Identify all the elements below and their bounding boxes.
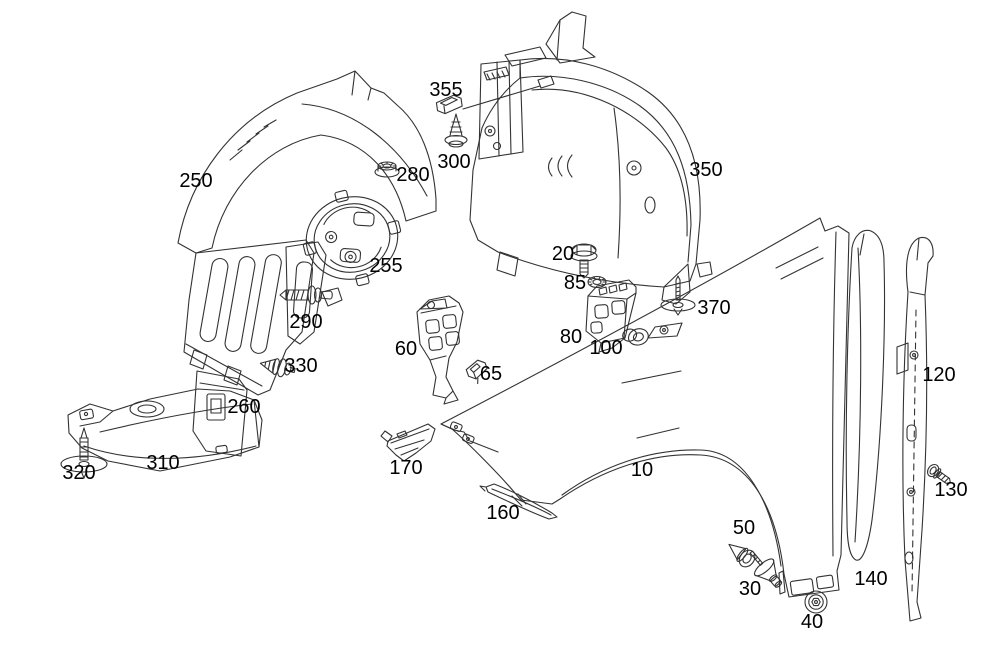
- part-350-wheel-arch-liner-rear[interactable]: [469, 11, 713, 305]
- part-label-350[interactable]: 350: [689, 159, 723, 181]
- part-label-140[interactable]: 140: [854, 568, 888, 590]
- part-10-fender-panel[interactable]: [440, 217, 850, 598]
- part-label-130[interactable]: 130: [934, 479, 968, 501]
- part-290-expansion-rivet[interactable]: [279, 285, 333, 305]
- part-label-170[interactable]: 170: [389, 457, 423, 479]
- part-250-wheel-arch-liner-front[interactable]: [177, 70, 437, 396]
- part-label-30[interactable]: 30: [738, 578, 762, 600]
- part-label-80[interactable]: 80: [559, 326, 583, 348]
- part-330-expansion-rivet[interactable]: [259, 354, 297, 379]
- part-label-40[interactable]: 40: [800, 611, 824, 633]
- part-label-65[interactable]: 65: [479, 363, 503, 385]
- part-label-250[interactable]: 250: [179, 170, 213, 192]
- part-130-screw[interactable]: [925, 462, 954, 488]
- part-160-seal-strip[interactable]: [479, 483, 558, 520]
- part-label-370[interactable]: 370: [697, 297, 731, 319]
- part-label-290[interactable]: 290: [289, 311, 323, 333]
- part-label-320[interactable]: 320: [62, 462, 96, 484]
- part-label-330[interactable]: 330: [284, 355, 318, 377]
- part-label-160[interactable]: 160: [486, 502, 520, 524]
- part-65-clip[interactable]: [465, 358, 491, 386]
- part-310-underbody-panel[interactable]: [67, 388, 263, 472]
- part-label-255[interactable]: 255: [369, 255, 403, 277]
- part-355-clip-nut[interactable]: [435, 85, 541, 115]
- part-label-20[interactable]: 20: [551, 243, 575, 265]
- part-label-310[interactable]: 310: [146, 452, 180, 474]
- part-80-bracket[interactable]: [585, 279, 637, 353]
- part-255-cover-disc[interactable]: [293, 180, 411, 297]
- part-label-50[interactable]: 50: [732, 517, 756, 539]
- part-label-355[interactable]: 355: [429, 79, 463, 101]
- part-30-screw-washer[interactable]: [742, 544, 789, 593]
- part-60-bracket[interactable]: [416, 295, 464, 405]
- part-370-screw-washer[interactable]: [660, 275, 696, 316]
- part-50-screw[interactable]: [723, 537, 758, 570]
- part-label-120[interactable]: 120: [922, 364, 956, 386]
- part-label-60[interactable]: 60: [394, 338, 418, 360]
- part-140-trim-strip[interactable]: [845, 229, 886, 561]
- part-label-280[interactable]: 280: [396, 164, 430, 186]
- part-label-85[interactable]: 85: [563, 272, 587, 294]
- part-label-260[interactable]: 260: [227, 396, 261, 418]
- part-100-plug[interactable]: [621, 325, 650, 349]
- part-label-100[interactable]: 100: [589, 337, 623, 359]
- part-label-300[interactable]: 300: [437, 151, 471, 173]
- part-320-screw-washer[interactable]: [60, 427, 108, 479]
- part-120-mounting-rail[interactable]: [896, 236, 934, 622]
- part-40-nut[interactable]: [804, 590, 828, 614]
- part-170-trim-wedge[interactable]: [380, 423, 436, 462]
- part-300-screw[interactable]: [444, 113, 468, 148]
- part-label-10[interactable]: 10: [630, 459, 654, 481]
- part-20-screw[interactable]: [570, 243, 598, 279]
- part-280-nut[interactable]: [374, 161, 400, 178]
